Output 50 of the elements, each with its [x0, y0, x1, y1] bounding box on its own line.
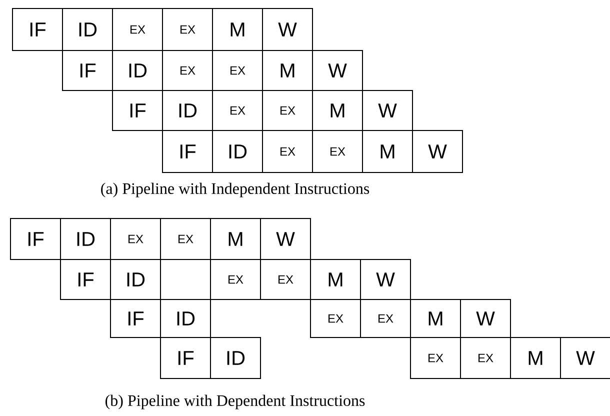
stage-cell: EX [262, 130, 313, 173]
stage-cell: W [262, 8, 313, 51]
stage-cell: ID [210, 337, 261, 379]
caption: (a) Pipeline with Independent Instructions [101, 182, 370, 198]
stage-cell: M [212, 8, 263, 51]
stage-cell: EX [262, 90, 313, 131]
stage-cell: EX [360, 299, 411, 338]
stage-cell: W [362, 90, 413, 131]
stage-cell: M [310, 259, 361, 300]
stage-cell: M [362, 130, 413, 173]
stage-cell: IF [162, 130, 213, 173]
stage-cell: EX [162, 50, 213, 91]
stage-cell: ID [162, 90, 213, 131]
stage-cell: IF [60, 259, 111, 300]
caption: (b) Pipeline with Dependent Instructions [106, 394, 365, 410]
stage-cell: M [210, 218, 261, 260]
stage-cell: EX [212, 50, 263, 91]
stage-cell: W [560, 337, 610, 379]
stage-cell: IF [110, 299, 161, 338]
stage-cell: EX [410, 337, 461, 379]
stage-cell: IF [112, 90, 163, 131]
stage-cell: EX [260, 259, 311, 300]
stage-cell: M [410, 299, 461, 338]
stage-cell: EX [460, 337, 511, 379]
stage-cell: EX [112, 8, 163, 51]
stage-cell: EX [210, 259, 261, 300]
stage-cell: EX [212, 90, 263, 131]
stage-cell: M [312, 90, 363, 131]
stage-cell: ID [160, 299, 211, 338]
stage-cell: W [312, 50, 363, 91]
stage-cell: IF [160, 337, 211, 379]
stage-cell: EX [312, 130, 363, 173]
stage-cell: ID [60, 218, 111, 260]
stage-cell: EX [160, 218, 211, 260]
stage-cell: IF [12, 8, 63, 51]
stage-cell: W [460, 299, 511, 338]
stage-cell: W [360, 259, 411, 300]
stage-cell: EX [310, 299, 361, 338]
stage-cell: EX [162, 8, 213, 51]
stage-cell: ID [112, 50, 163, 91]
stage-cell: ID [110, 259, 161, 300]
stage-cell: M [510, 337, 561, 379]
stage-cell: IF [10, 218, 61, 260]
stage-cell: W [412, 130, 463, 173]
stage-cell: ID [62, 8, 113, 51]
stage-cell: ID [212, 130, 263, 173]
stage-cell: W [260, 218, 311, 260]
stage-cell: IF [62, 50, 113, 91]
stage-cell: EX [110, 218, 161, 260]
stage-cell: M [262, 50, 313, 91]
